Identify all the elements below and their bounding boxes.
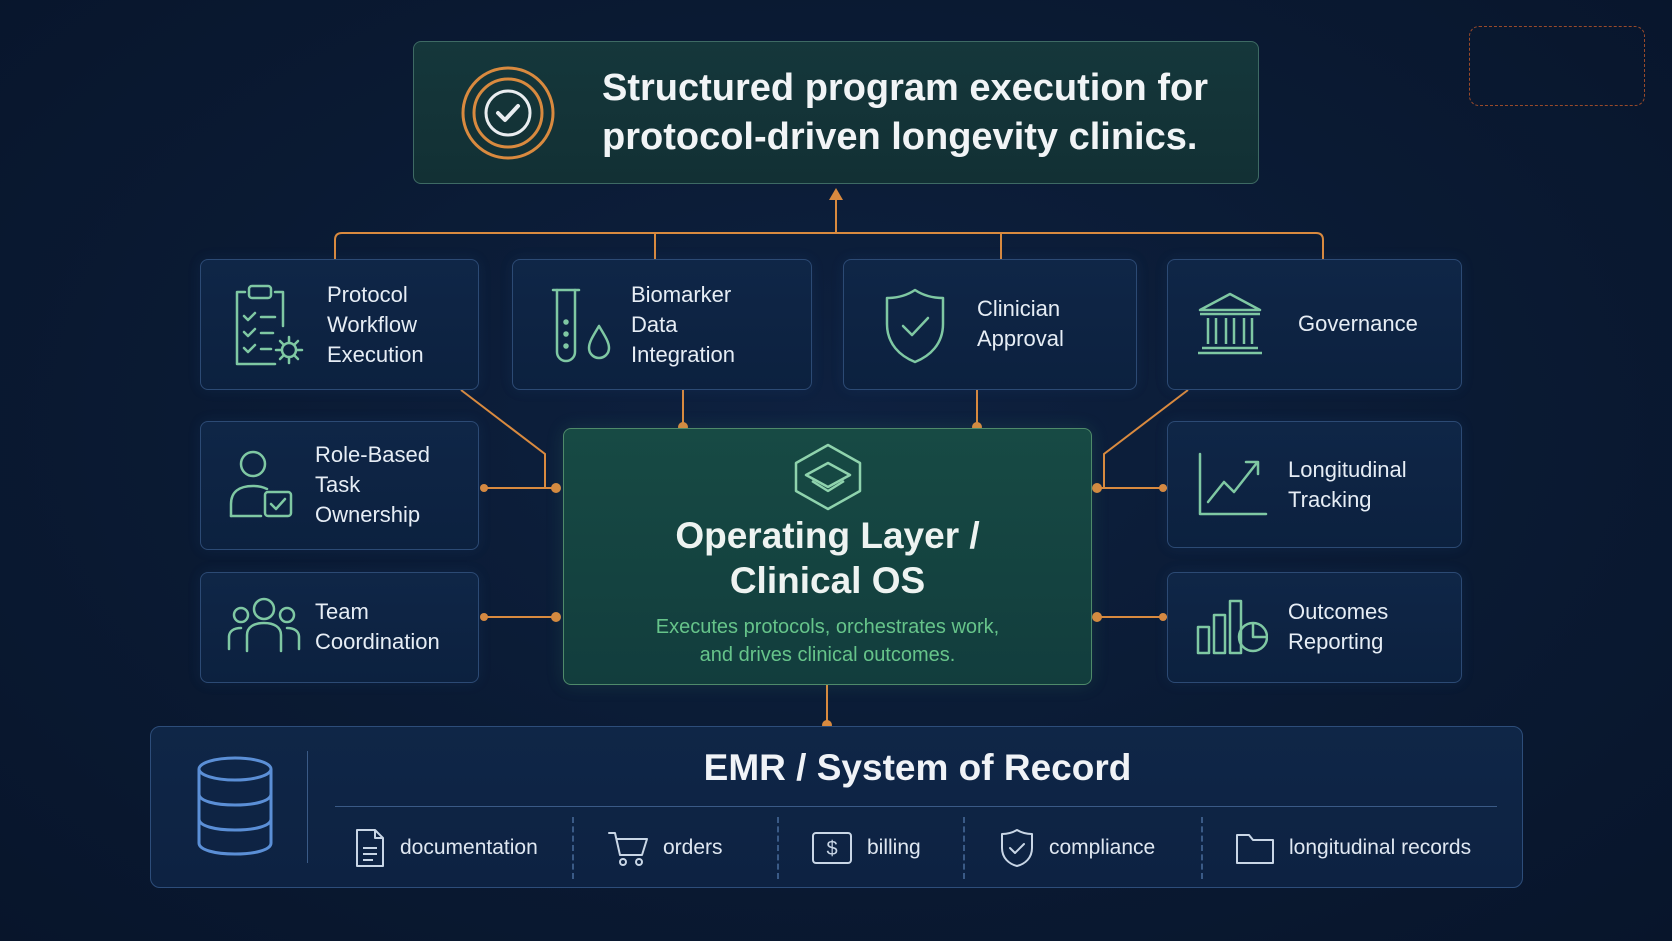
- card-team-coordination: Team Coordination: [200, 572, 479, 683]
- emr-item-label: longitudinal records: [1289, 836, 1472, 859]
- test-tube-drop-icon: [551, 288, 611, 363]
- card-label: Clinician Approval: [977, 296, 1064, 351]
- placeholder-dashed-box: [1469, 26, 1645, 106]
- emr-panel: EMR / System of Record documentation ord…: [150, 726, 1523, 888]
- trend-chart-icon: [1198, 452, 1268, 516]
- card-longitudinal-tracking: Longitudinal Tracking: [1167, 421, 1462, 548]
- emr-item-orders: orders: [607, 825, 723, 871]
- card-clinician-approval: Clinician Approval: [843, 259, 1137, 390]
- card-protocol-workflow: Protocol Workflow Execution: [200, 259, 479, 390]
- card-label: Outcomes Reporting: [1288, 599, 1389, 654]
- bar-pie-chart-icon: [1196, 599, 1268, 655]
- emr-item-longitudinal-records: longitudinal records: [1235, 825, 1471, 871]
- core-subtitle: Executes protocols, orchestrates work, a…: [655, 616, 1000, 666]
- card-outcomes-reporting: Outcomes Reporting: [1167, 572, 1462, 683]
- clipboard-gear-icon: [235, 284, 304, 366]
- card-label: Protocol Workflow Execution: [327, 282, 424, 367]
- emr-item-label: compliance: [1049, 836, 1156, 859]
- svg-text:$: $: [826, 838, 837, 860]
- dollar-icon: $: [812, 832, 852, 864]
- cart-icon: [608, 832, 648, 866]
- divider: [335, 806, 1497, 807]
- document-icon: [356, 829, 384, 867]
- team-icon: [227, 597, 301, 653]
- emr-item-documentation: documentation: [354, 825, 538, 871]
- emr-item-label: billing: [867, 836, 921, 859]
- folder-icon: [1236, 834, 1274, 864]
- emr-title: EMR / System of Record: [703, 747, 1132, 788]
- divider: [307, 751, 308, 863]
- target-check-icon: [461, 66, 555, 160]
- shield-check-icon: [1001, 829, 1033, 867]
- emr-item-label: orders: [663, 836, 723, 859]
- emr-item-compliance: compliance: [999, 825, 1155, 871]
- card-label: Governance: [1298, 311, 1418, 336]
- emr-item-label: documentation: [400, 836, 538, 859]
- shield-check-icon: [885, 288, 945, 364]
- database-icon: [197, 756, 273, 856]
- operating-layer-panel: Operating Layer / Clinical OS Executes p…: [563, 428, 1092, 685]
- card-biomarker-data: Biomarker Data Integration: [512, 259, 812, 390]
- emr-item-billing: $ billing: [811, 825, 921, 871]
- card-role-based-task: Role-Based Task Ownership: [200, 421, 479, 550]
- layers-cube-icon: [794, 443, 862, 511]
- card-label: Biomarker Data Integration: [631, 282, 735, 367]
- divider: [1201, 817, 1203, 879]
- divider: [963, 817, 965, 879]
- card-governance: Governance: [1167, 259, 1462, 390]
- headline-text: Structured program execution for protoco…: [602, 67, 1208, 158]
- card-label: Team Coordination: [315, 599, 440, 654]
- institution-icon: [1198, 292, 1262, 355]
- user-check-icon: [229, 450, 293, 518]
- card-label: Role-Based Task Ownership: [315, 442, 430, 527]
- card-label: Longitudinal Tracking: [1288, 457, 1407, 512]
- divider: [572, 817, 574, 879]
- divider: [777, 817, 779, 879]
- headline-panel: Structured program execution for protoco…: [413, 41, 1259, 184]
- core-title: Operating Layer / Clinical OS: [675, 515, 980, 601]
